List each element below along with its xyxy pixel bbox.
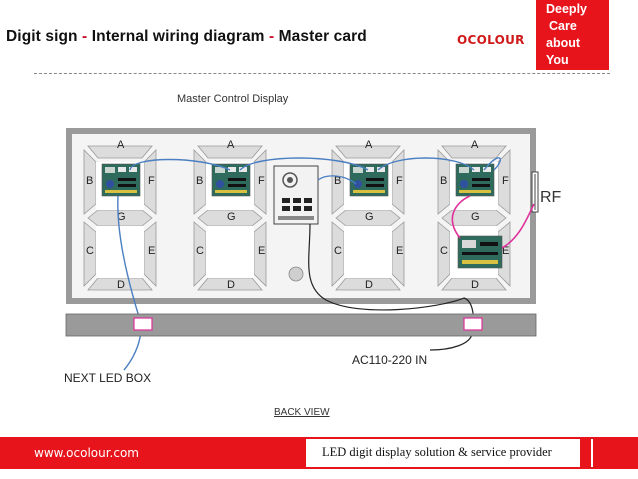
tagline-line-4: You (546, 53, 569, 67)
title-part-3: Master card (278, 28, 367, 45)
next-box-wire (117, 195, 142, 371)
power-cable (308, 223, 475, 351)
brand-logo: OCOLOUR (457, 33, 525, 47)
footer-square (591, 439, 621, 467)
footer-bar: www.ocolour.com LED digit display soluti… (0, 437, 638, 469)
title-part-2: Internal wiring diagram (91, 28, 265, 45)
footer-tagline: LED digit display solution & service pro… (322, 445, 552, 459)
cable-port-left (133, 317, 153, 331)
seg-label-c: C (196, 245, 204, 257)
rf-wire (451, 195, 471, 239)
master-card (457, 235, 503, 269)
tagline-line-3: about (546, 36, 581, 50)
seg-label-d: D (365, 279, 373, 291)
view-label: BACK VIEW (274, 407, 330, 418)
seg-label-f: F (502, 175, 509, 187)
seg-label-b: B (196, 175, 203, 187)
signal-wire (377, 157, 475, 171)
receiver-card-1 (101, 163, 141, 197)
signal-wire (129, 158, 231, 171)
seg-label-b: B (334, 175, 341, 187)
seg-label-d: D (117, 279, 125, 291)
footer-url[interactable]: www.ocolour.com (34, 446, 139, 460)
footer-tagline-box: LED digit display solution & service pro… (306, 439, 580, 467)
receiver-card-3 (349, 163, 389, 197)
seg-label-f: F (258, 175, 265, 187)
top-label: Master Control Display (177, 93, 289, 105)
seg-label-a: A (471, 139, 479, 151)
seg-label-e: E (396, 245, 403, 257)
power-label: AC110-220 IN (352, 353, 427, 367)
bottom-rail (65, 313, 537, 337)
next-box-label: NEXT LED BOX (64, 371, 151, 385)
seg-label-b: B (440, 175, 447, 187)
rf-wire (501, 203, 535, 249)
power-wire (317, 175, 357, 185)
seg-label-f: F (396, 175, 403, 187)
seg-label-b: B (86, 175, 93, 187)
seg-label-g: G (227, 211, 236, 223)
signal-wire (239, 157, 369, 171)
seg-label-g: G (365, 211, 374, 223)
seg-label-e: E (502, 245, 509, 257)
seg-label-c: C (440, 245, 448, 257)
rf-antenna (531, 171, 539, 213)
seg-label-g: G (471, 211, 480, 223)
title-dash-2: - (268, 28, 275, 45)
seg-label-g: G (117, 211, 126, 223)
seg-label-e: E (258, 245, 265, 257)
seg-label-c: C (86, 245, 94, 257)
seg-label-d: D (227, 279, 235, 291)
seg-label-a: A (117, 139, 125, 151)
rf-label: RF (540, 189, 562, 206)
receiver-card-4 (455, 163, 495, 197)
seg-label-a: A (365, 139, 373, 151)
title-part-1: Digit sign (6, 28, 78, 45)
receiver-card-2 (211, 163, 251, 197)
mount-hole (288, 266, 304, 282)
tagline-line-1: Deeply (546, 2, 587, 16)
power-supply (273, 165, 319, 225)
tagline-badge: Deeply Care about You (536, 0, 609, 70)
page-title: Digit sign - Internal wiring diagram - M… (6, 28, 367, 46)
seg-label-d: D (471, 279, 479, 291)
signal-wire (483, 157, 502, 171)
seg-label-e: E (148, 245, 155, 257)
title-dash-1: - (82, 28, 88, 45)
tagline-line-2: Care (549, 19, 577, 33)
seg-label-c: C (334, 245, 342, 257)
seg-label-a: A (227, 139, 235, 151)
header-divider (34, 73, 610, 74)
cable-port-right (463, 317, 483, 331)
wiring-diagram: Master Control Display A B F G C E D A B… (64, 93, 562, 418)
seg-label-f: F (148, 175, 155, 187)
